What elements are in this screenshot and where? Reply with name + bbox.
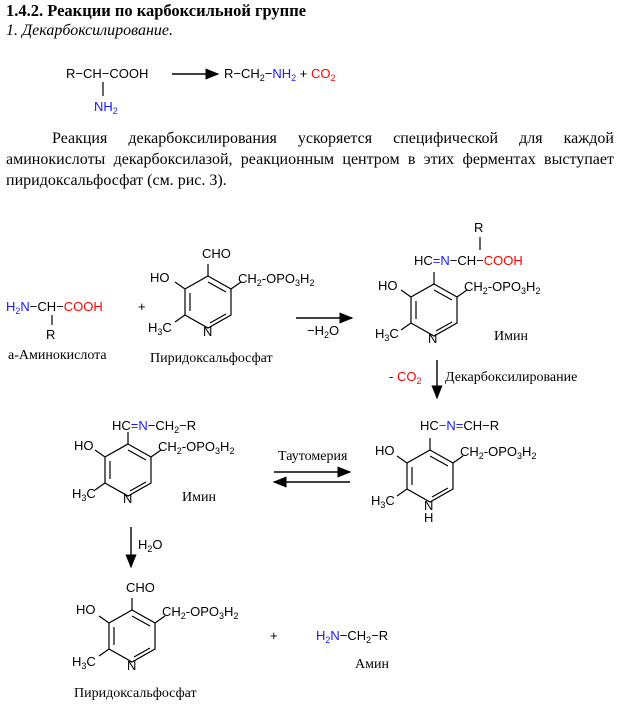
svg-text:CHO: CHO	[126, 580, 155, 595]
label-pyridoxal-phosphate-2: Пиридоксальфосфат	[74, 686, 197, 701]
label-minus-co2: - CO2	[389, 369, 421, 386]
amino-acid-structure: H2N−CH−COOH R +	[6, 299, 146, 342]
label-imine-1: Имин	[494, 329, 528, 344]
svg-text:HO: HO	[378, 278, 398, 293]
label-pyridoxal-phosphate-1: Пиридоксальфосфат	[150, 351, 273, 366]
label-amino-acid: a-Аминокислота	[8, 348, 107, 363]
label-imine-2: Имин	[182, 490, 216, 505]
svg-text:H2N−CH2−R: H2N−CH2−R	[316, 628, 388, 645]
pyridoxal-phosphate-structure-1: CHO HO CH2-OPO3H2 H3C N	[148, 246, 314, 339]
svg-text:HO: HO	[375, 443, 395, 458]
label-water: H2O	[138, 537, 163, 554]
svg-text:+: +	[138, 299, 146, 314]
svg-text:CH2-OPO3H2: CH2-OPO3H2	[162, 604, 238, 621]
eq1-product: R−CH2−NH2 + CO2	[224, 66, 336, 83]
svg-text:N: N	[123, 491, 132, 506]
subsection-heading: 1. Декарбоксилирование.	[6, 22, 174, 39]
pyridoxal-phosphate-structure-2: CHO HO CH2-OPO3H2 H3C N	[72, 580, 238, 673]
svg-text:N: N	[428, 331, 437, 346]
svg-text:CH2-OPO3H2: CH2-OPO3H2	[464, 279, 540, 296]
svg-text:N: N	[424, 498, 433, 513]
svg-text:HO: HO	[74, 438, 94, 453]
svg-text:CHO: CHO	[202, 246, 231, 261]
svg-text:HC=N−CH−COOH: HC=N−CH−COOH	[414, 253, 523, 268]
svg-text:CH2-OPO3H2: CH2-OPO3H2	[158, 439, 234, 456]
svg-text:H2N−CH−COOH: H2N−CH−COOH	[6, 299, 103, 316]
svg-text:CH2-OPO3H2: CH2-OPO3H2	[460, 444, 536, 461]
plus-sign: +	[270, 628, 278, 643]
eq1-reactant: R−CH−COOH	[66, 66, 148, 81]
svg-text:R: R	[46, 327, 55, 342]
section-heading: 1.4.2. Реакции по карбоксильной группе	[6, 1, 307, 20]
label-minus-water: −H2O	[307, 323, 339, 340]
svg-text:CH2-OPO3H2: CH2-OPO3H2	[238, 271, 314, 288]
svg-text:H3C: H3C	[148, 320, 172, 337]
svg-text:HO: HO	[76, 602, 96, 617]
amine-structure: H2N−CH2−R	[316, 628, 388, 645]
quinoid-structure: HC−N=CH−R HO CH2-OPO3H2 H3C N H	[371, 418, 536, 525]
label-amine: Амин	[355, 657, 389, 672]
svg-text:R: R	[474, 220, 483, 235]
svg-text:HO: HO	[150, 270, 170, 285]
equation-decarboxylation: R−CH−COOH NH2 R−CH2−NH2 + CO2	[66, 66, 336, 116]
svg-text:N: N	[203, 324, 212, 339]
svg-text:N: N	[127, 658, 136, 673]
label-tautomerism: Таутомерия	[278, 449, 348, 464]
svg-text:H3C: H3C	[371, 493, 395, 510]
svg-text:H: H	[424, 510, 433, 525]
svg-text:H3C: H3C	[72, 486, 96, 503]
body-paragraph: Реакция декарбоксилирования ускоряется с…	[6, 130, 614, 189]
svg-text:H3C: H3C	[375, 326, 399, 343]
label-decarboxylation: Декарбоксилирование	[445, 370, 577, 385]
svg-text:H3C: H3C	[72, 654, 96, 671]
svg-text:HC−N=CH−R: HC−N=CH−R	[420, 418, 499, 433]
imine-structure-1: R HC=N−CH−COOH HO CH2-OPO3H2 H3C N	[375, 220, 540, 346]
eq1-amino-group: NH2	[94, 99, 118, 116]
svg-text:HC=N−CH2−R: HC=N−CH2−R	[112, 418, 196, 435]
